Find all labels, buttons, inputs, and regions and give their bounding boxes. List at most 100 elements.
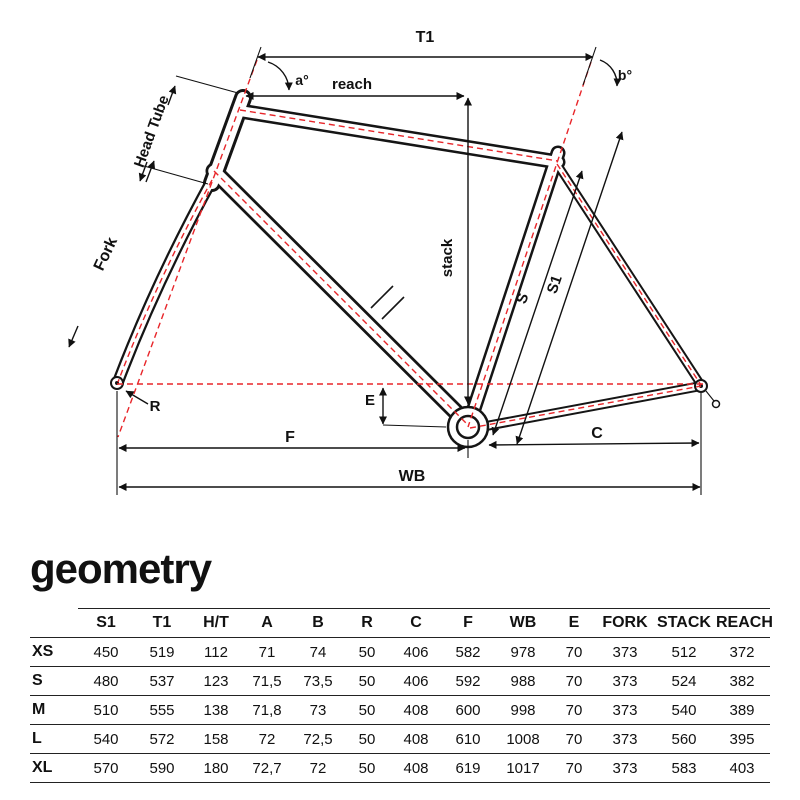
col-header-reach: REACH (714, 608, 773, 639)
value-cell: 71 (242, 637, 292, 668)
label-f: F (285, 429, 295, 446)
col-header-fork: FORK (596, 608, 654, 639)
value-cell: 610 (442, 724, 494, 755)
value-cell: 180 (190, 753, 242, 784)
value-cell: 73,5 (292, 666, 344, 697)
value-cell: 70 (552, 666, 596, 697)
row-label-s: S (30, 666, 78, 697)
corner-cell (30, 608, 78, 639)
value-cell: 408 (390, 724, 442, 755)
label-reach: reach (332, 76, 372, 93)
value-cell: 71,8 (242, 695, 292, 726)
value-cell: 373 (596, 724, 654, 755)
label-s1: S1 (544, 273, 566, 296)
page-title: geometry (30, 545, 212, 592)
value-cell: 555 (134, 695, 190, 726)
value-cell: 373 (596, 637, 654, 668)
value-cell: 600 (442, 695, 494, 726)
value-cell: 72,7 (242, 753, 292, 784)
label-fork: Fork (91, 235, 121, 274)
col-header-s1: S1 (78, 608, 134, 639)
col-header-ht: H/T (190, 608, 242, 639)
frame-outline (112, 89, 706, 435)
value-cell: 372 (714, 637, 770, 668)
front-dropout (110, 376, 124, 390)
value-cell: 570 (78, 753, 134, 784)
value-cell: 998 (494, 695, 552, 726)
label-head-tube: Head Tube (131, 93, 173, 170)
value-cell: 158 (190, 724, 242, 755)
row-label-xs: XS (30, 637, 78, 668)
value-cell: 70 (552, 637, 596, 668)
value-cell: 1008 (494, 724, 552, 755)
value-cell: 978 (494, 637, 552, 668)
col-header-stack: STACK (654, 608, 714, 639)
value-cell: 138 (190, 695, 242, 726)
value-cell: 583 (654, 753, 714, 784)
value-cell: 540 (654, 695, 714, 726)
value-cell: 572 (134, 724, 190, 755)
label-wb: WB (399, 468, 426, 485)
value-cell: 50 (344, 753, 390, 784)
value-cell: 512 (654, 637, 714, 668)
value-cell: 74 (292, 637, 344, 668)
value-cell: 403 (714, 753, 770, 784)
value-cell: 408 (390, 695, 442, 726)
value-cell: 408 (390, 753, 442, 784)
value-cell: 389 (714, 695, 770, 726)
col-header-wb: WB (494, 608, 552, 639)
label-e: E (365, 392, 375, 409)
dimension-lines (68, 46, 702, 495)
value-cell: 519 (134, 637, 190, 668)
value-cell: 510 (78, 695, 134, 726)
row-label-l: L (30, 724, 78, 755)
value-cell: 395 (714, 724, 770, 755)
value-cell: 619 (442, 753, 494, 784)
value-cell: 590 (134, 753, 190, 784)
value-cell: 123 (190, 666, 242, 697)
label-t1: T1 (416, 29, 435, 46)
col-header-t1: T1 (134, 608, 190, 639)
col-header-r: R (344, 608, 390, 639)
value-cell: 406 (390, 637, 442, 668)
col-header-f: F (442, 608, 494, 639)
value-cell: 112 (190, 637, 242, 668)
col-header-c: C (390, 608, 442, 639)
value-cell: 373 (596, 753, 654, 784)
value-cell: 480 (78, 666, 134, 697)
value-cell: 50 (344, 695, 390, 726)
value-cell: 592 (442, 666, 494, 697)
row-label-m: M (30, 695, 78, 726)
value-cell: 560 (654, 724, 714, 755)
value-cell: 71,5 (242, 666, 292, 697)
value-cell: 50 (344, 637, 390, 668)
value-cell: 537 (134, 666, 190, 697)
label-a-angle: a° (295, 72, 308, 88)
label-r: R (150, 398, 161, 415)
value-cell: 70 (552, 724, 596, 755)
frame-interior (114, 92, 704, 432)
value-cell: 406 (390, 666, 442, 697)
value-cell: 70 (552, 753, 596, 784)
value-cell: 50 (344, 724, 390, 755)
down-tube-break-marks (370, 285, 405, 320)
value-cell: 50 (344, 666, 390, 697)
value-cell: 582 (442, 637, 494, 668)
value-cell: 73 (292, 695, 344, 726)
value-cell: 382 (714, 666, 770, 697)
value-cell: 450 (78, 637, 134, 668)
col-header-a: A (242, 608, 292, 639)
row-label-xl: XL (30, 753, 78, 784)
value-cell: 524 (654, 666, 714, 697)
value-cell: 72 (242, 724, 292, 755)
value-cell: 540 (78, 724, 134, 755)
col-header-b: B (292, 608, 344, 639)
value-cell: 373 (596, 666, 654, 697)
